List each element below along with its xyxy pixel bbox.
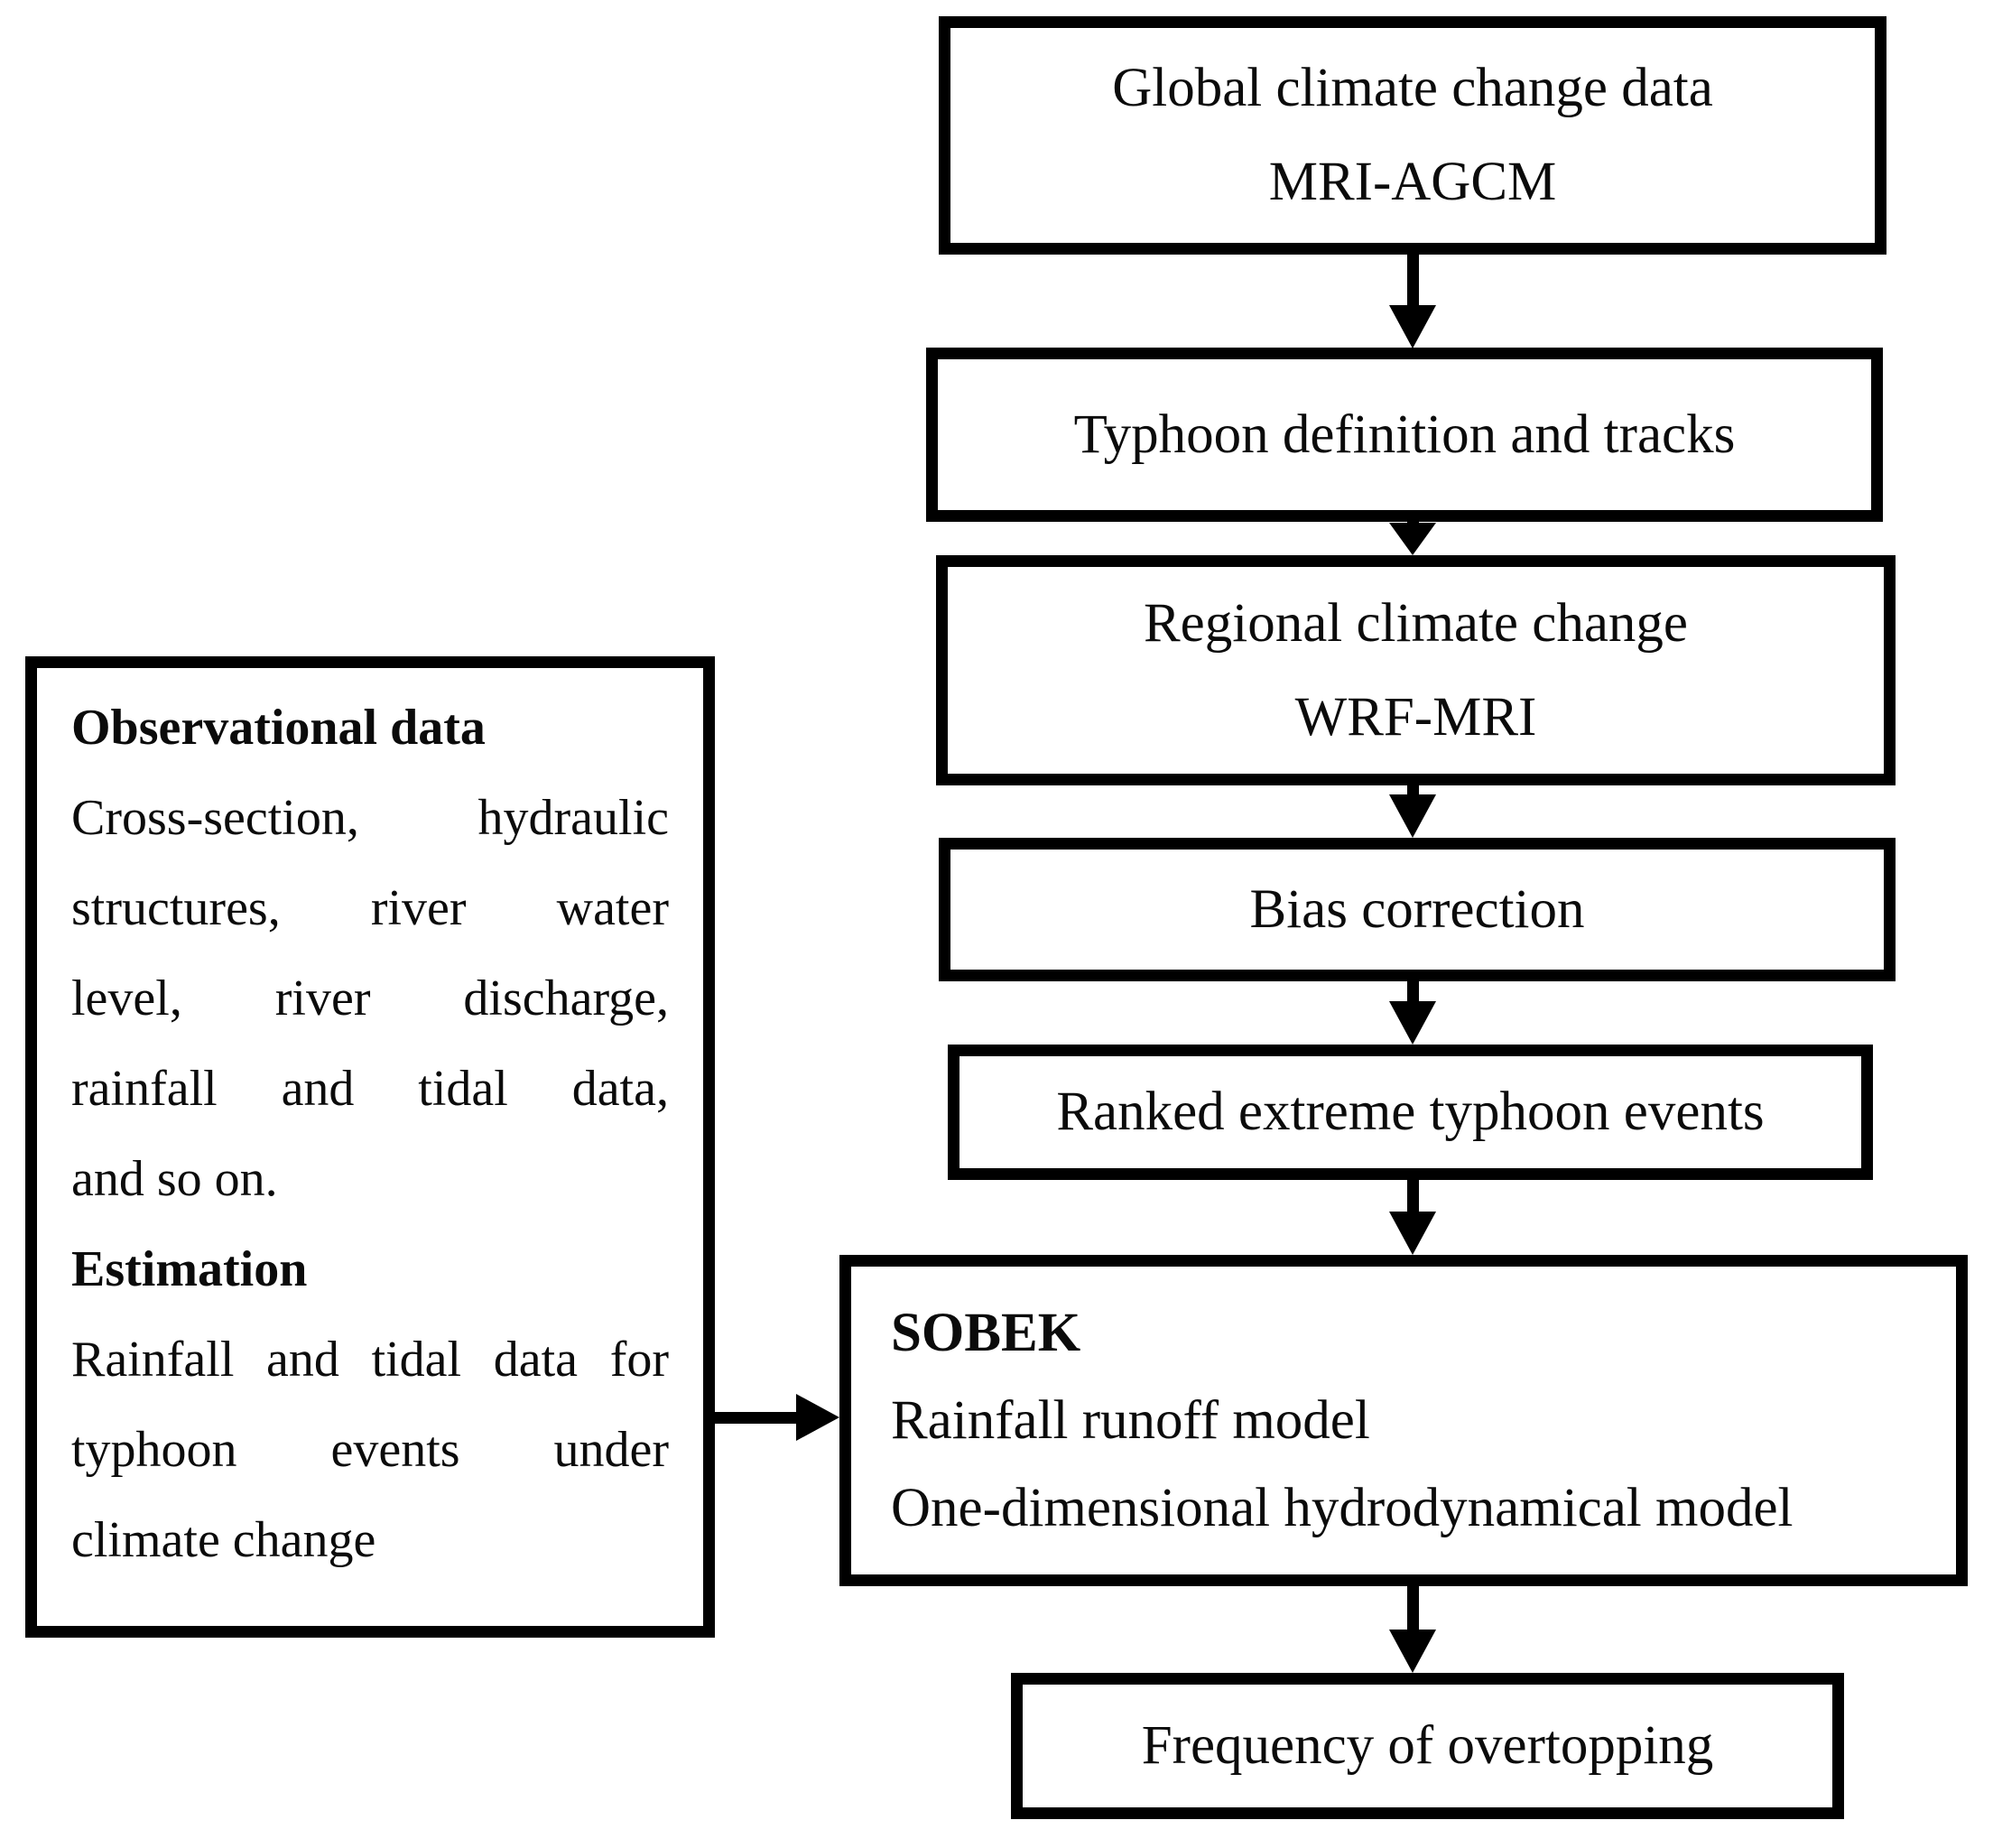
ranked-events-box: Ranked extreme typhoon events [948, 1045, 1873, 1180]
word: data, [571, 1061, 669, 1117]
text-line: Cross-section, hydraulic [71, 773, 669, 863]
regional-climate-box: Regional climate change WRF-MRI [936, 555, 1896, 785]
word: and [266, 1332, 339, 1388]
text-line: and so on. [71, 1151, 278, 1207]
word: level, [71, 970, 182, 1026]
text-line: Observational data [71, 700, 486, 756]
word: tidal [418, 1061, 508, 1117]
typhoon-definition-box: Typhoon definition and tracks [926, 348, 1883, 522]
arrow-stem [715, 1412, 798, 1424]
text-line: Estimation [71, 1241, 308, 1297]
sobek-box: SOBEK Rainfall runoff model One-dimensio… [839, 1255, 1968, 1586]
word: for [609, 1332, 669, 1388]
arrow-stem [1407, 255, 1419, 309]
word: discharge, [463, 970, 669, 1026]
arrow-head-icon [1389, 794, 1436, 838]
word: and [281, 1061, 355, 1117]
frequency-overtopping-box: Frequency of overtopping [1011, 1673, 1844, 1819]
text-line: level, river discharge, [71, 953, 669, 1044]
arrow-head-icon [1389, 1630, 1436, 1673]
word: river [370, 880, 467, 936]
text-line: rainfall and tidal data, [71, 1044, 669, 1134]
global-climate-data-box: Global climate change data MRI-AGCM [939, 16, 1886, 255]
word: rainfall [71, 1061, 218, 1117]
arrow-stem [1407, 1586, 1419, 1633]
word: Rainfall [71, 1332, 235, 1388]
box-label: Regional climate change [1144, 592, 1688, 654]
word: structures, [71, 880, 281, 936]
word: hydraulic [477, 790, 669, 846]
word: river [274, 970, 371, 1026]
arrow-head-icon [1389, 523, 1436, 555]
box-label: Bias correction [1249, 878, 1585, 940]
arrow-stem [1407, 981, 1419, 1005]
word: tidal [371, 1332, 462, 1388]
text-line: climate change [71, 1512, 376, 1568]
box-label: Global climate change data [1112, 58, 1713, 118]
word: typhoon [71, 1422, 237, 1478]
arrow-head-icon [1389, 1001, 1436, 1045]
box-label: SOBEK [891, 1303, 1081, 1363]
word: data [493, 1332, 579, 1388]
word: Cross-section, [71, 790, 359, 846]
box-label: WRF-MRI [1294, 686, 1537, 748]
arrow-head-icon [1389, 1212, 1436, 1255]
box-label: Ranked extreme typhoon events [1056, 1082, 1765, 1142]
text-line: typhoon events under [71, 1405, 669, 1495]
box-label: Frequency of overtopping [1141, 1715, 1714, 1776]
arrow-head-icon [796, 1394, 839, 1441]
arrow-head-icon [1389, 305, 1436, 348]
arrow-stem [1407, 1176, 1419, 1214]
bias-correction-box: Bias correction [939, 838, 1896, 981]
word: under [553, 1422, 669, 1478]
word: events [330, 1422, 460, 1478]
box-label: Rainfall runoff model [891, 1390, 1370, 1451]
box-label: MRI-AGCM [1268, 152, 1557, 212]
word: water [556, 880, 669, 936]
box-label: Typhoon definition and tracks [1073, 404, 1736, 465]
box-label: One-dimensional hydrodynamical model [891, 1478, 1794, 1538]
text-line: structures, river water [71, 863, 669, 953]
